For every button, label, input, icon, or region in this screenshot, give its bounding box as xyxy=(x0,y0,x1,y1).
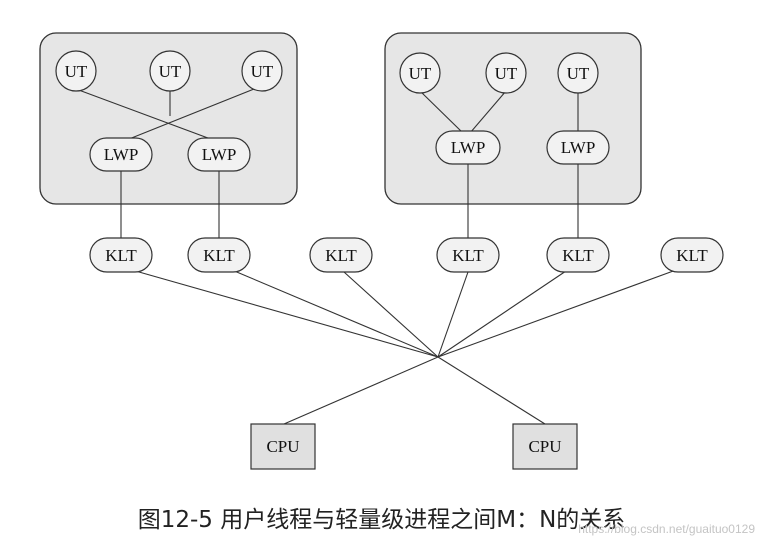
edge-klt2-hub xyxy=(231,269,439,358)
edge-klt5-hub xyxy=(437,270,567,358)
klt-label: KLT xyxy=(676,246,708,265)
cpu-label: CPU xyxy=(266,437,299,456)
cpu-node: CPU xyxy=(250,423,316,470)
edge-hub-cpu1 xyxy=(283,356,439,425)
ut-label: UT xyxy=(567,64,590,83)
cpu-label: CPU xyxy=(528,437,561,456)
lwp-label: LWP xyxy=(451,138,486,157)
ut-label: UT xyxy=(251,62,274,81)
ut-node: UT xyxy=(485,52,527,94)
ut-label: UT xyxy=(495,64,518,83)
lwp-node: LWP xyxy=(546,130,610,165)
edge-hub-cpu2 xyxy=(437,356,546,425)
watermark: https://blog.csdn.net/guaituo0129 xyxy=(578,522,755,536)
edge-klt1-hub xyxy=(131,269,439,358)
klt-node: KLT xyxy=(309,237,373,273)
connection-lines xyxy=(75,88,677,425)
edge-klt3-hub xyxy=(343,271,439,358)
klt-node: KLT xyxy=(546,237,610,273)
ut-node: UT xyxy=(149,50,191,92)
klt-node: KLT xyxy=(187,237,251,273)
klt-label: KLT xyxy=(562,246,594,265)
klt-node: KLT xyxy=(660,237,724,273)
lwp-label: LWP xyxy=(561,138,596,157)
figure-caption: 图12-5 用户线程与轻量级进程之间M：N的关系 xyxy=(137,507,626,533)
edge-ut1-lwp2 xyxy=(75,88,217,142)
klt-node: KLT xyxy=(436,237,500,273)
ut-label: UT xyxy=(409,64,432,83)
lwp-label: LWP xyxy=(104,145,139,164)
klt-label: KLT xyxy=(325,246,357,265)
klt-node: KLT xyxy=(89,237,153,273)
edge-ut3-lwp1 xyxy=(123,88,255,142)
edge-ut4-lwp3 xyxy=(419,90,464,134)
cpu-node: CPU xyxy=(512,423,578,470)
klt-label: KLT xyxy=(105,246,137,265)
ut-label: UT xyxy=(159,62,182,81)
lwp-node: LWP xyxy=(187,137,251,172)
ut-node: UT xyxy=(399,52,441,94)
ut-label: UT xyxy=(65,62,88,81)
ut-node: UT xyxy=(55,50,97,92)
klt-label: KLT xyxy=(452,246,484,265)
edge-ut5-lwp3 xyxy=(469,90,507,134)
ut-node: UT xyxy=(241,50,283,92)
lwp-node: LWP xyxy=(435,130,501,165)
klt-label: KLT xyxy=(203,246,235,265)
lwp-label: LWP xyxy=(202,145,237,164)
lwp-node: LWP xyxy=(89,137,153,172)
ut-node: UT xyxy=(557,52,599,94)
mn-threading-diagram: UT UT UT LWP LWP UT UT UT LWP LWP xyxy=(39,32,724,470)
edge-klt4-hub xyxy=(437,271,469,358)
edge-klt6-hub xyxy=(437,269,677,358)
